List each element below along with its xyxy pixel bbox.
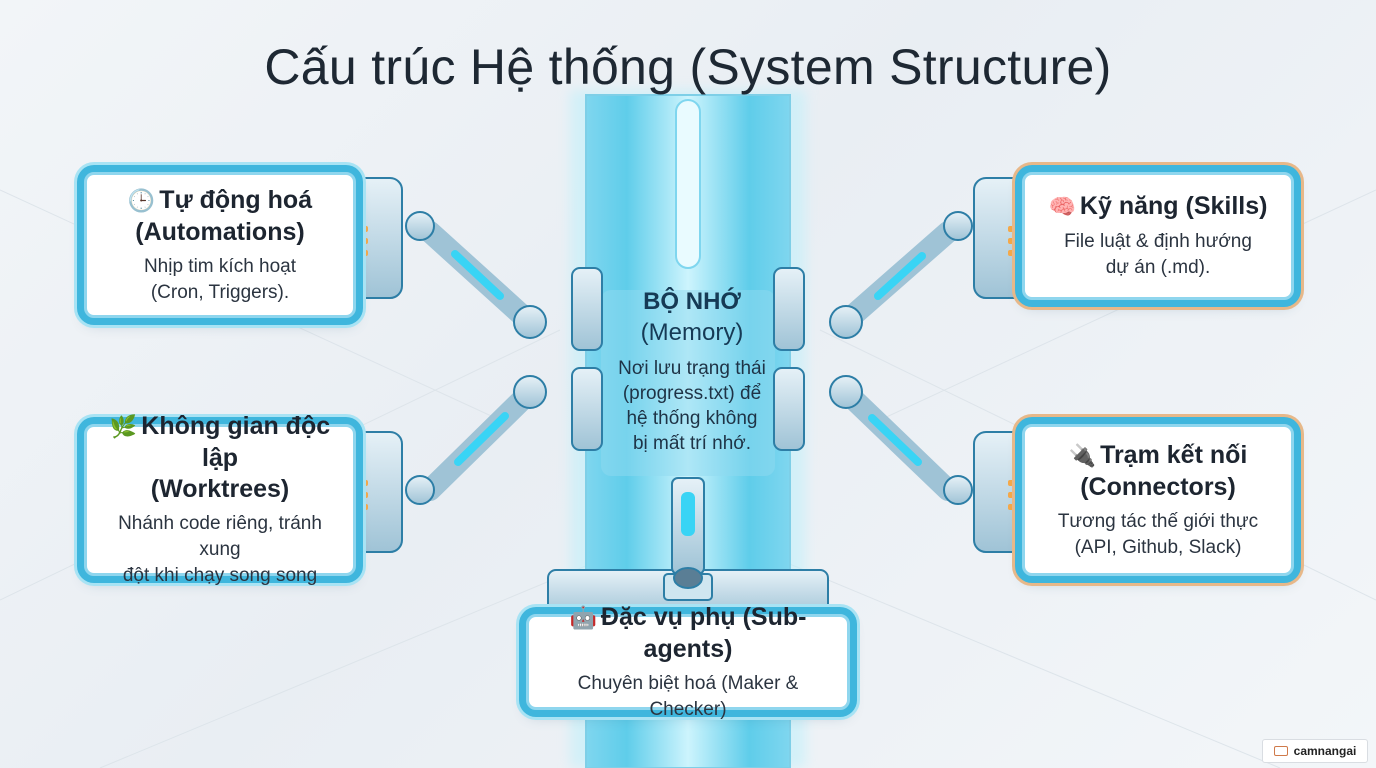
card-automations-description: Nhịp tim kích hoạt (Cron, Triggers). (144, 254, 296, 306)
memory-title: BỘ NHỚ (643, 288, 741, 315)
card-automations-desc-line2: (Cron, Triggers). (150, 281, 290, 303)
card-worktrees-desc-line1: Nhánh code riêng, tránh xung (118, 513, 322, 560)
page-title: Cấu trúc Hệ thống (System Structure) (264, 39, 1112, 95)
sub-agent-post (671, 477, 705, 589)
card-skills-description: File luật & định hướng dự án (.md). (1064, 229, 1252, 281)
card-subagents-desc-line1: Chuyên biệt hoá (Maker & Checker) (577, 672, 799, 720)
card-automations-desc-line1: Nhịp tim kích hoạt (143, 255, 297, 277)
watermark-badge: camnangai (1262, 739, 1368, 763)
card-skills: 🧠Kỹ năng (Skills) File luật & định hướng… (1022, 172, 1294, 300)
card-connectors-title-line2: (Connectors) (1080, 472, 1236, 501)
memory-desc-line: hệ thống không (626, 408, 758, 429)
card-connectors-description: Tương tác thế giới thực (API, Github, Sl… (1058, 509, 1258, 561)
card-connectors-desc-line1: Tương tác thế giới thực (1057, 510, 1259, 532)
card-automations-title-line2: (Automations) (135, 217, 305, 246)
card-connectors: 🔌Trạm kết nối (Connectors) Tương tác thế… (1022, 424, 1294, 576)
watermark-text: camnangai (1293, 744, 1357, 758)
card-worktrees-description: Nhánh code riêng, tránh xung đột khi chạ… (97, 511, 343, 589)
clock-icon: 🕒 (127, 188, 156, 214)
card-subagents: 🤖Đặc vụ phụ (Sub-agents) Chuyên biệt hoá… (526, 603, 850, 720)
pillar-housings (571, 267, 805, 451)
card-automations-title-line1: Tự động hoá (159, 185, 313, 214)
memory-desc-line: (progress.txt) để (622, 383, 762, 404)
card-skills-title: 🧠Kỹ năng (Skills) (1049, 191, 1268, 223)
amber-indicator-lights (352, 226, 1024, 620)
leaf-icon: 🌿 (109, 415, 138, 440)
card-subagents-title: 🤖Đặc vụ phụ (Sub-agents) (539, 602, 837, 665)
memory-desc-line: bị mất trí nhớ. (632, 433, 752, 454)
memory-description: Nơi lưu trạng thái (progress.txt) để hệ … (604, 356, 780, 456)
card-worktrees: 🌿Không gian độc lập (Worktrees) Nhánh co… (84, 412, 356, 586)
robot-icon: 🤖 (569, 605, 597, 631)
card-worktrees-title-line2: (Worktrees) (150, 475, 290, 503)
card-automations: 🕒Tự động hoá (Automations) Nhịp tim kích… (84, 172, 356, 318)
card-skills-desc-line1: File luật & định hướng (1064, 231, 1252, 252)
card-worktrees-title-line1: Không gian độc lập (141, 412, 331, 472)
plug-icon: 🔌 (1068, 443, 1097, 469)
card-automations-title: 🕒Tự động hoá (128, 185, 312, 217)
memory-panel: BỘ NHỚ (Memory) Nơi lưu trạng thái (prog… (604, 286, 780, 456)
card-connectors-desc-line2: (API, Github, Slack) (1074, 536, 1242, 558)
card-worktrees-title: 🌿Không gian độc lập (97, 411, 343, 474)
card-worktrees-desc-line2: đột khi chạy song song (122, 565, 318, 586)
memory-desc-line: Nơi lưu trạng thái (618, 358, 766, 379)
card-subagents-title-line1: Đặc vụ phụ (Sub-agents) (600, 602, 807, 663)
badge-icon (1273, 746, 1288, 756)
brain-icon: 🧠 (1048, 195, 1076, 220)
memory-subtitle: (Memory) (640, 319, 744, 346)
card-subagents-description: Chuyên biệt hoá (Maker & Checker) (539, 671, 837, 723)
card-skills-desc-line2: dự án (.md). (1105, 257, 1211, 278)
card-connectors-title: 🔌Trạm kết nối (1069, 440, 1248, 472)
robot-arms (405, 211, 973, 505)
card-connectors-title-line1: Trạm kết nối (1100, 440, 1248, 469)
card-skills-title-line1: Kỹ năng (Skills) (1079, 192, 1268, 220)
